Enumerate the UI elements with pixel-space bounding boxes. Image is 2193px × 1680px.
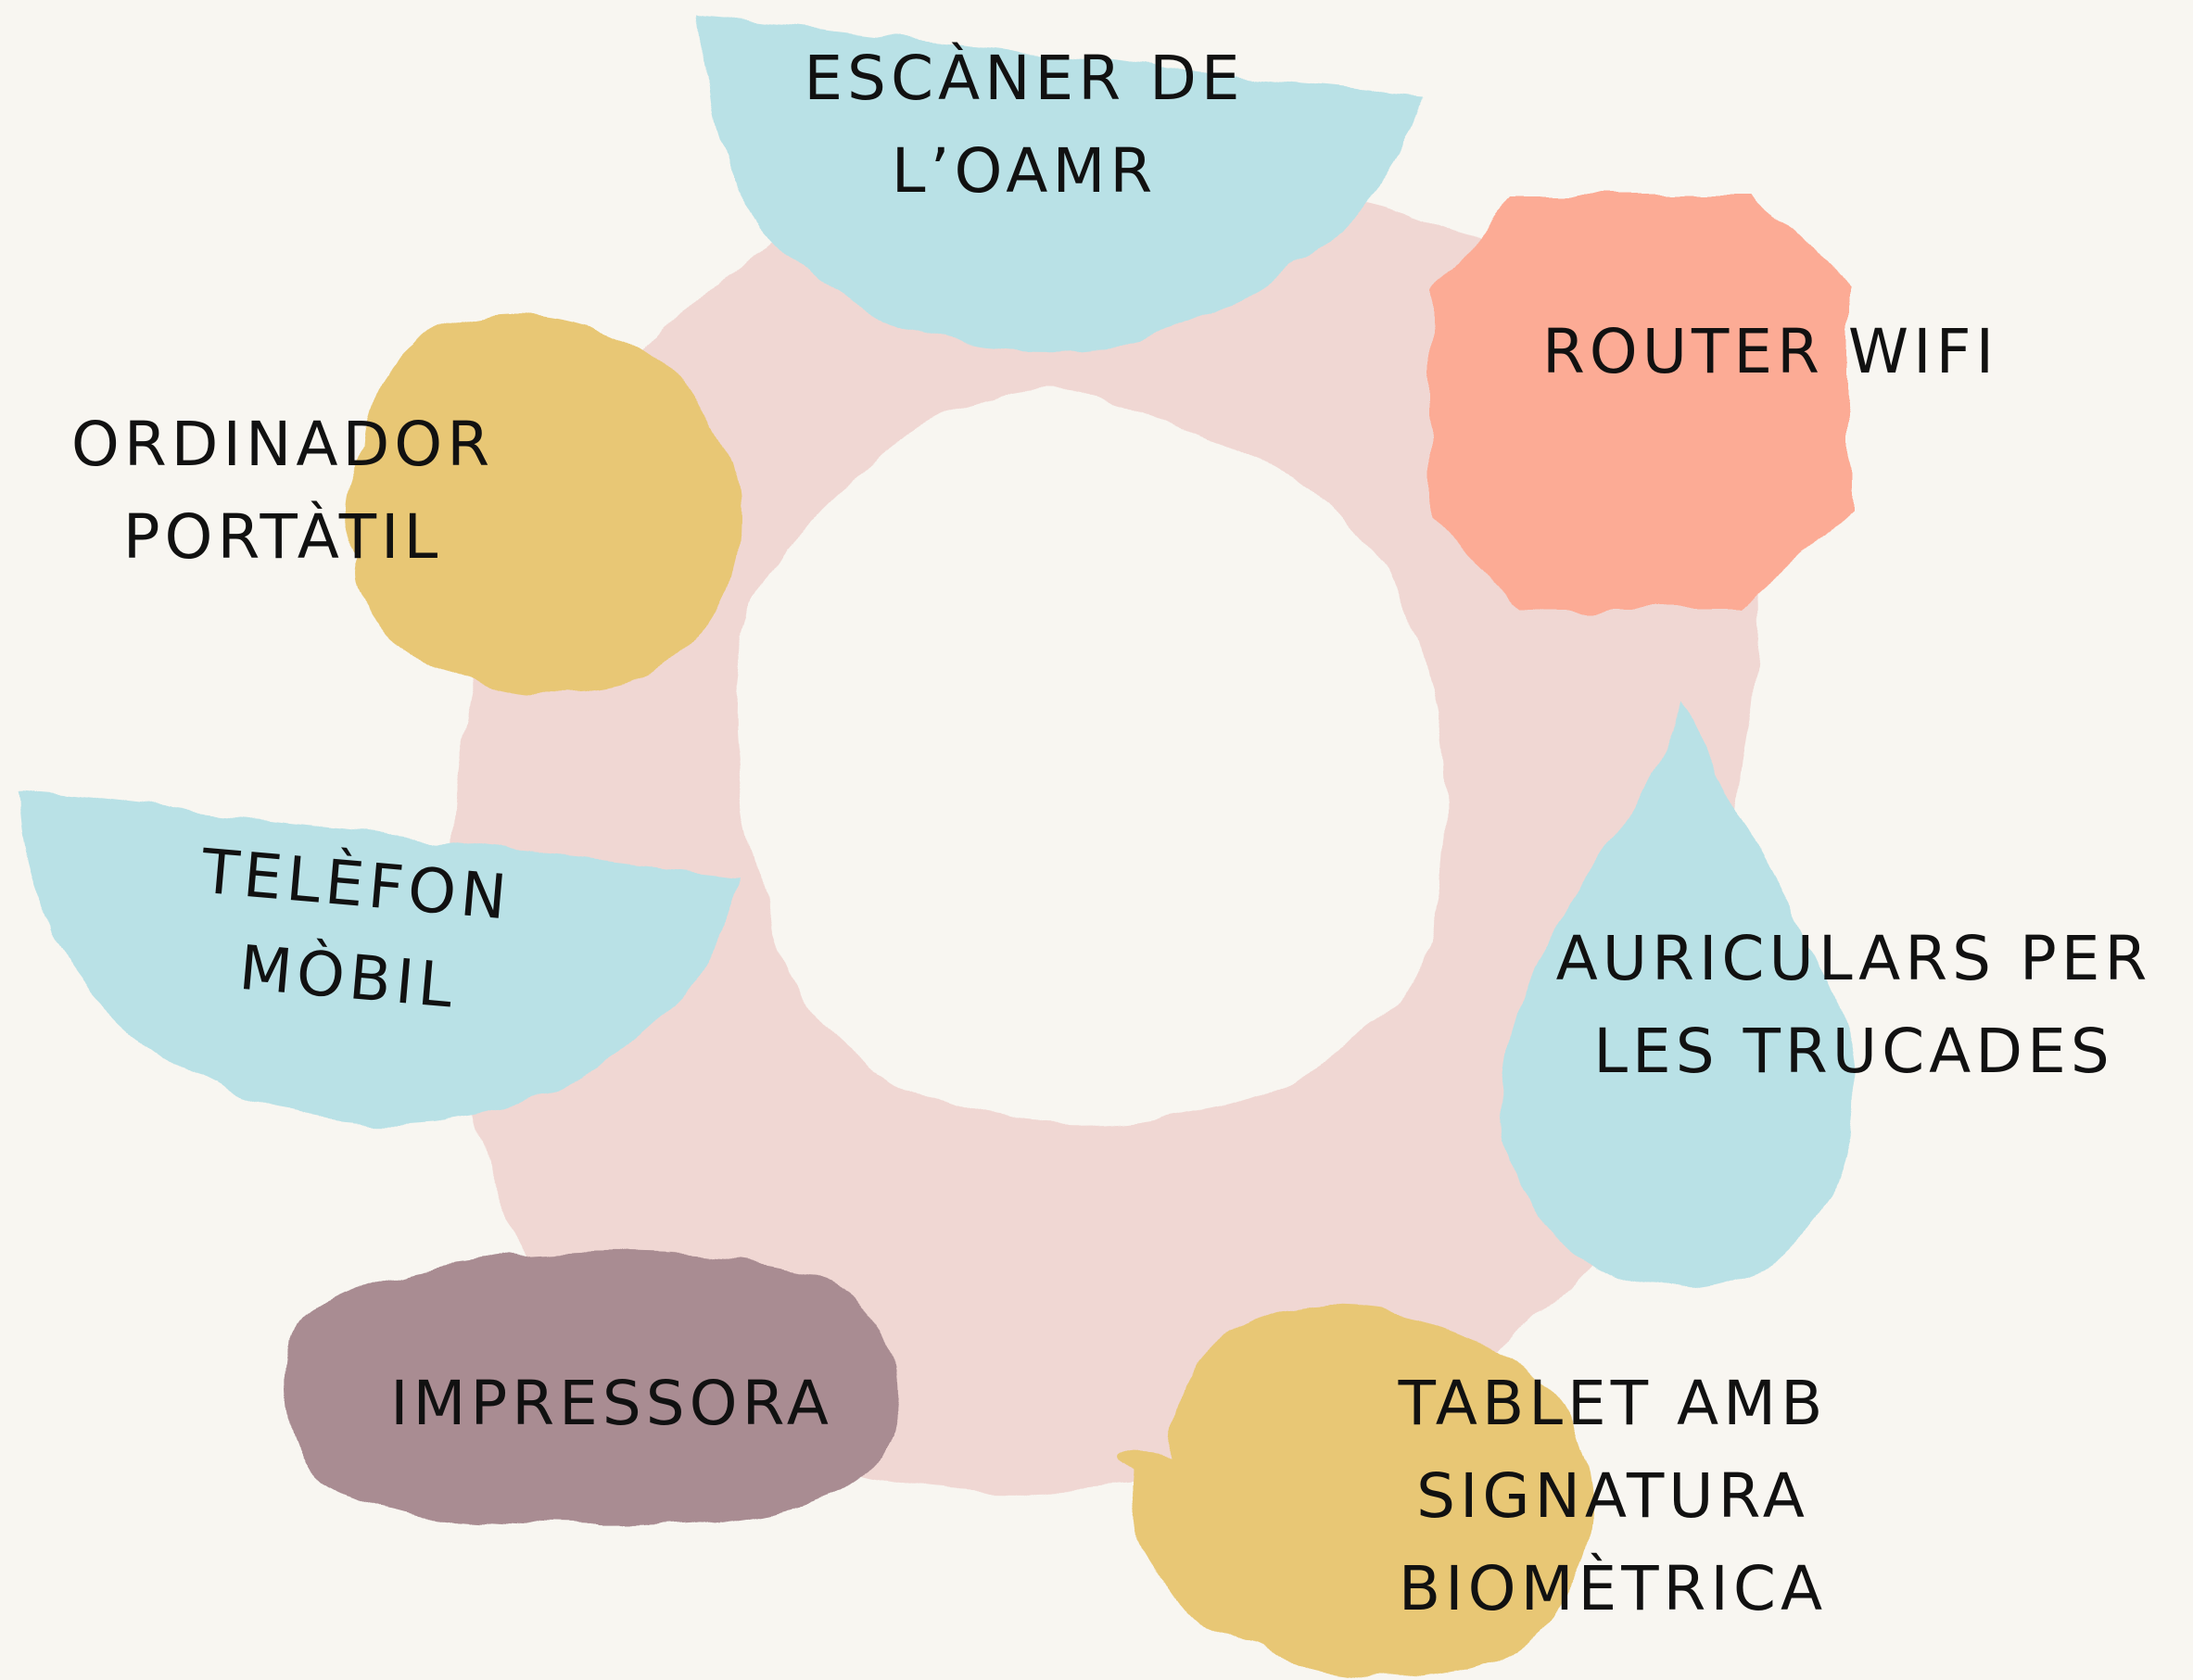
headphones-label: AURICULARS PER LES TRUCADES [1520, 913, 2187, 1098]
router-shape [1432, 196, 1849, 610]
printer-shape [286, 1252, 896, 1528]
tablet-label: TABLET AMB SIGNATURA BIOMÈTRICA [1325, 1358, 1900, 1636]
tablet-label-line-2: SIGNATURA [1416, 1460, 1809, 1532]
router-label-line-1: ROUTER WIFI [1541, 316, 1999, 387]
scanner-label-line-1: ESCÀNER DE [804, 43, 1245, 114]
laptop-label: ORDINADOR PORTÀTIL [28, 398, 538, 584]
laptop-shape [343, 314, 740, 693]
laptop-label-line-1: ORDINADOR [70, 409, 495, 480]
tablet-label-line-3: BIOMÈTRICA [1398, 1553, 1828, 1624]
tablet-label-line-1: TABLET AMB [1398, 1368, 1828, 1439]
phone-shape [19, 792, 742, 1124]
headphones-label-line-2: LES TRUCADES [1593, 1016, 2114, 1087]
headphones-shape [1502, 704, 1856, 1287]
scanner-label: ESCÀNER DE L’OAMR [723, 32, 1325, 218]
headphones-label-line-1: AURICULARS PER [1555, 923, 2152, 994]
printer-label: IMPRESSORA [315, 1358, 908, 1450]
scanner-label-line-2: L’OAMR [891, 135, 1158, 207]
phone-label: TELÈFON MÒBIL [141, 821, 564, 1042]
tablet-shape [1115, 1306, 1593, 1678]
router-label: ROUTER WIFI [1520, 306, 2021, 398]
scanner-shape [700, 17, 1423, 349]
central-ring [449, 158, 1759, 1493]
printer-label-line-1: IMPRESSORA [390, 1368, 833, 1439]
laptop-label-line-2: PORTÀTIL [122, 501, 443, 573]
